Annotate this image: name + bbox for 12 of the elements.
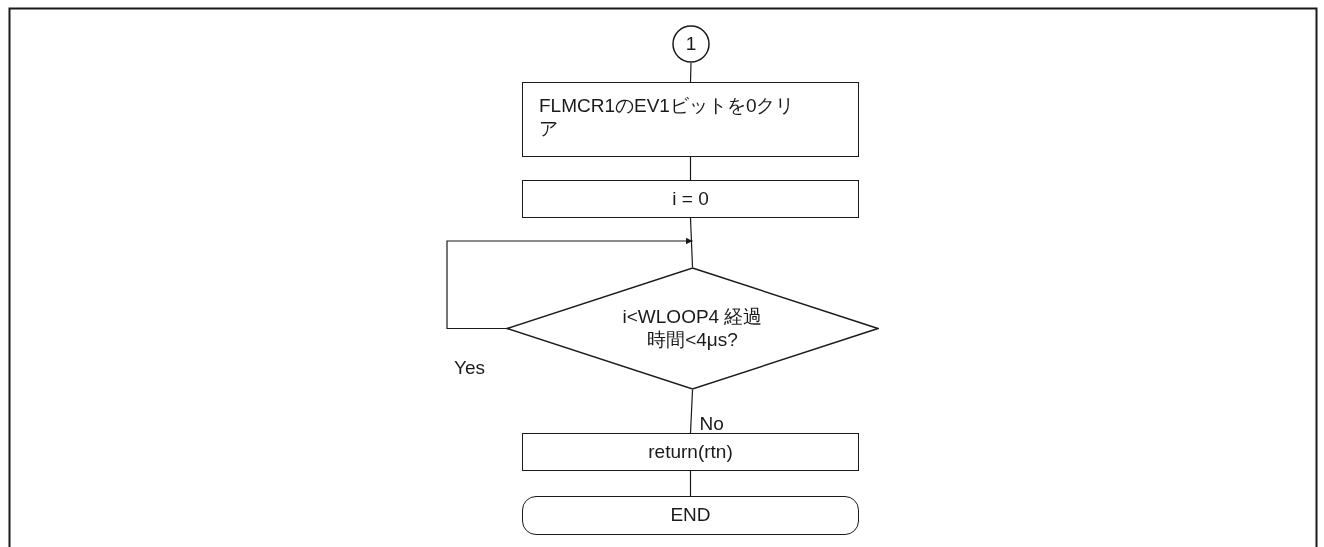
connector-line	[689, 217, 694, 268]
connector-line	[689, 389, 694, 434]
connector-line	[689, 62, 692, 83]
connector-line	[689, 156, 692, 181]
terminal-box: END	[522, 496, 859, 535]
decision-diamond: i<WLOOP4 経過時間<4μs?	[506, 267, 879, 390]
connector-line	[689, 470, 692, 497]
process-box: i = 0	[522, 180, 859, 218]
connector-circle: 1	[672, 25, 710, 63]
process-box: return(rtn)	[522, 433, 859, 471]
arrow	[446, 237, 694, 330]
process-box: FLMCR1のEV1ビットを0クリア	[522, 82, 859, 157]
